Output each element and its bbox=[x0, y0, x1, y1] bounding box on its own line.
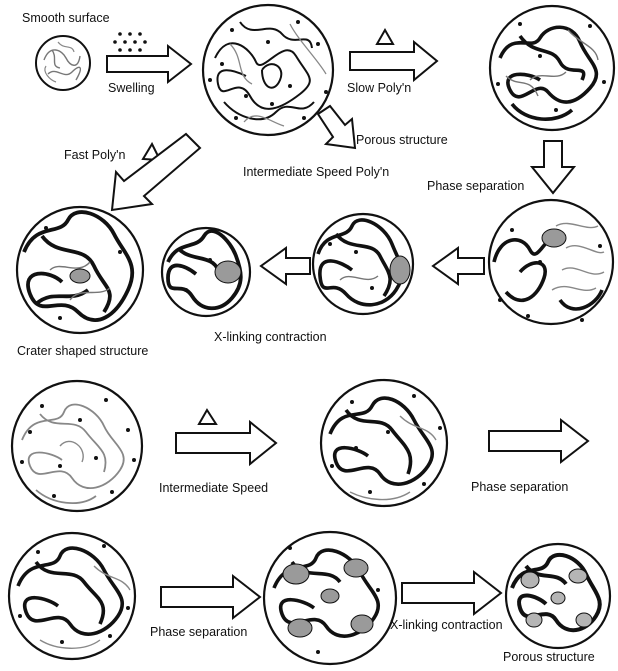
label-phase-separation-bottom: Phase separation bbox=[150, 625, 247, 639]
contraction-arrow-1 bbox=[433, 248, 484, 284]
particle-phase-separated bbox=[489, 200, 613, 324]
particle-initial bbox=[36, 36, 90, 90]
particle-porous-final bbox=[506, 544, 610, 648]
fast-polyn-arrow bbox=[112, 134, 200, 210]
label-intermediate-speed: Intermediate Speed bbox=[159, 481, 268, 495]
label-intermediate-speed-polyn: Intermediate Speed Poly'n bbox=[243, 165, 389, 179]
particle-phase-sep-start bbox=[9, 533, 135, 659]
label-swelling: Swelling bbox=[108, 81, 155, 95]
particle-phase-separated-bottom bbox=[264, 532, 396, 664]
heat-delta-icon-intermediate bbox=[199, 410, 216, 424]
heat-delta-icon-slow bbox=[377, 30, 393, 44]
particle-intermediate-polymerized bbox=[321, 380, 447, 506]
label-porous-structure-top: Porous structure bbox=[356, 133, 448, 147]
particle-swollen bbox=[203, 5, 333, 135]
particle-swollen-bottom bbox=[12, 381, 142, 511]
particle-contracted bbox=[162, 228, 250, 316]
label-phase-separation-top: Phase separation bbox=[427, 179, 524, 193]
particle-crosslinking bbox=[313, 214, 413, 314]
label-fast-polyn: Fast Poly'n bbox=[64, 148, 125, 162]
intermediate-polyn-arrow bbox=[318, 106, 355, 148]
phase-separation-arrow-bottom bbox=[161, 576, 260, 618]
monomer-dots-icon bbox=[113, 32, 147, 52]
label-xlinking-contraction-bottom: X-linking contraction bbox=[390, 618, 503, 632]
intermediate-speed-arrow bbox=[176, 422, 276, 464]
label-porous-structure-bottom: Porous structure bbox=[503, 650, 595, 664]
label-smooth-surface: Smooth surface bbox=[22, 11, 110, 25]
label-xlinking-contraction-top: X-linking contraction bbox=[214, 330, 327, 344]
label-crater-shaped-structure: Crater shaped structure bbox=[17, 344, 148, 358]
particle-slow-polymerized bbox=[490, 6, 614, 130]
contraction-arrow-2 bbox=[261, 248, 310, 284]
phase-separation-arrow-mid bbox=[489, 420, 588, 462]
particle-crater-shaped bbox=[17, 207, 143, 333]
phase-separation-arrow-down bbox=[532, 141, 574, 193]
label-phase-separation-mid: Phase separation bbox=[471, 480, 568, 494]
xlinking-contraction-arrow-bottom bbox=[402, 572, 501, 614]
slow-polyn-arrow bbox=[350, 42, 437, 80]
label-slow-polyn: Slow Poly'n bbox=[347, 81, 411, 95]
